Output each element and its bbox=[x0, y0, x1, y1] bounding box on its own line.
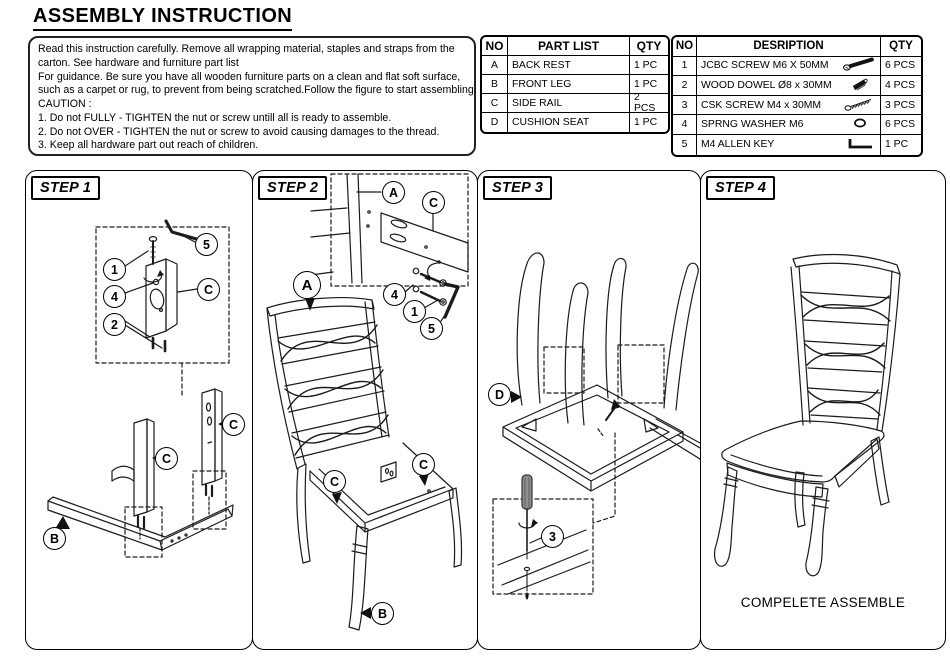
step-3-panel: STEP 3 bbox=[477, 170, 701, 650]
table-cell: 6 PCS bbox=[881, 115, 921, 135]
callout-part-c: C bbox=[197, 278, 220, 301]
callout-hardware-1: 1 bbox=[403, 300, 426, 323]
table-cell: 1 PC bbox=[630, 56, 668, 75]
callout-part-a: A bbox=[382, 181, 405, 204]
callout-part-c: C bbox=[422, 191, 445, 214]
table-cell: 2 bbox=[673, 76, 697, 96]
col-header: NO bbox=[673, 37, 697, 57]
step-4-panel: STEP 4 bbox=[700, 170, 946, 650]
step-4-complete-chair bbox=[714, 253, 901, 577]
intro-instructions-box: Read this instruction carefully. Remove … bbox=[28, 36, 477, 156]
table-cell: CUSHION SEAT bbox=[508, 113, 630, 132]
step-2-panel: STEP 2 bbox=[252, 170, 478, 650]
table-cell: 5 bbox=[673, 134, 697, 155]
table-cell: D bbox=[482, 113, 508, 132]
callout-part-d: D bbox=[488, 383, 511, 406]
callout-part-b: B bbox=[371, 602, 394, 625]
callout-hardware-3: 3 bbox=[541, 525, 564, 548]
callout-part-b: B bbox=[43, 527, 66, 550]
table-cell: 1 PC bbox=[634, 117, 658, 128]
intro-line: 3. Keep all hardware part out reach of c… bbox=[38, 139, 259, 152]
wood-dowel-icon bbox=[842, 76, 876, 95]
callout-part-a: A bbox=[293, 271, 321, 299]
hardware-name: JCBC SCREW M6 X 50MM bbox=[701, 60, 829, 72]
table-cell: C bbox=[482, 94, 508, 113]
table-cell: 3 PCS bbox=[881, 96, 921, 116]
allen-key-icon bbox=[842, 135, 876, 154]
part-list-table: NO PART LIST QTY A BACK REST 1 PC B FRON… bbox=[480, 35, 670, 134]
step-4-label: STEP 4 bbox=[706, 176, 776, 200]
step-1-panel: STEP 1 bbox=[25, 170, 253, 650]
step-3-diagram bbox=[492, 252, 700, 600]
hardware-name: M4 ALLEN KEY bbox=[701, 139, 775, 151]
intro-line: Read this instruction carefully. Remove … bbox=[38, 43, 455, 55]
callout-hardware-1: 1 bbox=[103, 258, 126, 281]
spring-washer-icon bbox=[842, 115, 876, 134]
callout-part-c: C bbox=[222, 413, 245, 436]
callout-hardware-4: 4 bbox=[383, 283, 406, 306]
step-1-label: STEP 1 bbox=[31, 176, 101, 200]
table-cell: SIDE RAIL bbox=[508, 94, 630, 113]
intro-line: 2. Do not OVER - TIGHTEN the nut or scre… bbox=[38, 125, 440, 138]
page-title: ASSEMBLY INSTRUCTION bbox=[33, 5, 293, 31]
callout-part-c: C bbox=[155, 447, 178, 470]
step-1-diagram bbox=[47, 219, 234, 558]
csk-screw-icon bbox=[842, 96, 876, 115]
intro-line: For guidance. Be sure you have all woode… bbox=[38, 70, 461, 83]
table-cell: 6 PCS bbox=[881, 57, 921, 77]
hardware-name: CSK SCREW M4 x 30MM bbox=[701, 99, 822, 111]
table-cell: WOOD DOWEL Ø8 x 30MM bbox=[697, 76, 881, 96]
table-cell: BACK REST bbox=[508, 56, 630, 75]
intro-line: 1. Do not FULLY - TIGHTEN the nut or scr… bbox=[38, 111, 392, 124]
intro-line: carton. See hardware and furniture part … bbox=[38, 56, 239, 69]
callout-hardware-4: 4 bbox=[103, 285, 126, 308]
table-cell: 1 bbox=[673, 56, 697, 77]
table-cell: 4 bbox=[673, 115, 697, 135]
step-2-label: STEP 2 bbox=[258, 176, 328, 200]
table-cell: A bbox=[482, 56, 508, 75]
table-cell: CSK SCREW M4 x 30MM bbox=[697, 95, 881, 116]
step-2-diagram bbox=[266, 173, 469, 631]
col-header: QTY bbox=[630, 37, 668, 56]
table-cell: JCBC SCREW M6 X 50MM bbox=[697, 56, 881, 77]
callout-hardware-5: 5 bbox=[195, 233, 218, 256]
callout-hardware-2: 2 bbox=[103, 313, 126, 336]
table-cell: FRONT LEG bbox=[508, 75, 630, 94]
table-cell: B bbox=[482, 75, 508, 94]
hardware-name: WOOD DOWEL Ø8 x 30MM bbox=[701, 79, 832, 91]
col-header: QTY bbox=[881, 37, 921, 57]
col-header: DESRIPTION bbox=[697, 37, 881, 57]
callout-part-c: C bbox=[323, 470, 346, 493]
hardware-name: SPRNG WASHER M6 bbox=[701, 119, 804, 131]
table-cell: 3 bbox=[673, 95, 697, 116]
step-3-label: STEP 3 bbox=[483, 176, 553, 200]
callout-part-c: C bbox=[412, 453, 435, 476]
machine-screw-icon bbox=[842, 56, 876, 75]
table-cell: 1 PC bbox=[630, 75, 668, 94]
table-cell: M4 ALLEN KEY bbox=[697, 134, 881, 155]
complete-assemble-caption: COMPELETE ASSEMBLE bbox=[740, 595, 906, 610]
callout-hardware-5: 5 bbox=[420, 317, 443, 340]
table-cell: SPRNG WASHER M6 bbox=[697, 115, 881, 135]
col-header: NO bbox=[482, 37, 508, 56]
col-header: PART LIST bbox=[508, 37, 630, 56]
table-cell: 1 PC bbox=[885, 139, 909, 151]
table-cell: 4 PCS bbox=[881, 76, 921, 96]
hardware-description-table: NO DESRIPTION QTY 1 JCBC SCREW M6 X 50MM… bbox=[671, 35, 923, 157]
table-cell: 2 PCS bbox=[630, 92, 668, 114]
intro-line: CAUTION : bbox=[38, 98, 92, 111]
intro-line: such as a carpet or rug, to prevent from… bbox=[38, 84, 477, 97]
